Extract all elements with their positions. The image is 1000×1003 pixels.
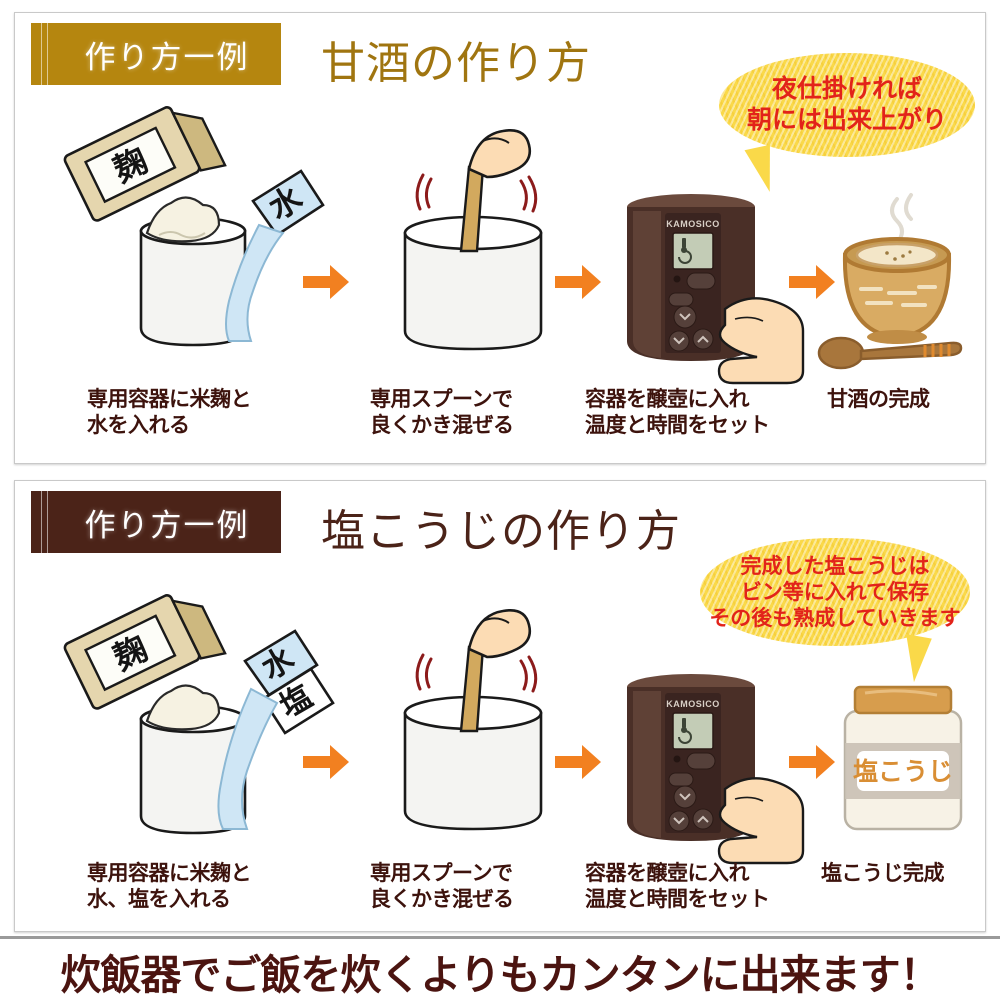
step3-illustration-shiokoji: KAMOSICO (613, 671, 805, 865)
device-brand-label: KAMOSICO (666, 699, 720, 709)
step2-illustration-shiokoji (383, 603, 583, 843)
arrow-icon (303, 745, 349, 779)
banner-shiokoji: 作り方一例 (31, 491, 281, 553)
step1-illustration-amazake: 麹 水 (63, 106, 325, 363)
banner-label-amazake: 作り方一例 (84, 39, 250, 75)
step-caption: 専用スプーンで 良くかき混ぜる (370, 862, 514, 912)
section-title-shiokoji: 塩こうじの作り方 (321, 507, 681, 556)
bubble-line: その後も熟成していきます (709, 606, 961, 631)
panel-amazake: 作り方一例 甘酒の作り方 夜仕掛ければ 朝には出来上がり 麹 (14, 12, 986, 464)
arrow-icon (555, 265, 601, 299)
wooden-spoon-icon (817, 336, 963, 370)
step-caption: 甘酒の完成 (827, 388, 930, 411)
bottom-banner: 炊飯器でご飯を炊くよりもカンタンに出来ます！ (0, 936, 1000, 1003)
lcd-display (672, 712, 714, 750)
step-caption: 容器を醸壺に入れ 温度と時間をセット (585, 862, 770, 912)
bubble-tail-icon (744, 144, 780, 196)
step-caption: 容器を醸壺に入れ 温度と時間をセット (585, 388, 770, 438)
bubble-line: ビン等に入れて保存 (740, 579, 930, 604)
arrow-icon (789, 265, 835, 299)
banner-label-shiokoji: 作り方一例 (84, 507, 250, 543)
lcd-display (672, 232, 714, 270)
arrow-icon (303, 265, 349, 299)
pointing-hand-icon (717, 297, 805, 385)
step4-illustration-amazake (815, 193, 985, 373)
bubble-line: 夜仕掛ければ (771, 76, 922, 103)
pointing-hand-icon (717, 777, 805, 865)
speech-bubble-shiokoji: 完成した塩こうじは ビン等に入れて保存 その後も熟成していきます (700, 538, 970, 684)
step1-illustration-shiokoji: 麹 水 塩 (63, 591, 335, 841)
section-title-amazake: 甘酒の作り方 (321, 39, 591, 88)
step-caption: 専用スプーンで 良くかき混ぜる (370, 388, 514, 438)
step3-illustration-amazake: KAMOSICO (613, 191, 805, 385)
salt-packet: 塩 (261, 667, 335, 735)
step-caption: 専用容器に米麹と 水、塩を入れる (87, 862, 252, 912)
device-brand-label: KAMOSICO (666, 219, 720, 229)
step2-illustration-amazake (383, 123, 583, 363)
bubble-line: 朝には出来上がり (746, 107, 947, 134)
step-caption: 塩こうじ完成 (821, 862, 945, 885)
step-caption: 専用容器に米麹と 水を入れる (87, 388, 252, 438)
bubble-line: 完成した塩こうじは (740, 553, 930, 578)
banner-amazake: 作り方一例 (31, 23, 281, 85)
speech-bubble-amazake: 夜仕掛ければ 朝には出来上がり (719, 53, 975, 196)
arrow-icon (789, 745, 835, 779)
bottom-banner-text: 炊飯器でご飯を炊くよりもカンタンに出来ます！ (60, 952, 940, 998)
step4-illustration-shiokoji: 塩こうじ (823, 681, 983, 841)
jar-label: 塩こうじ (853, 757, 953, 786)
arrow-icon (555, 745, 601, 779)
